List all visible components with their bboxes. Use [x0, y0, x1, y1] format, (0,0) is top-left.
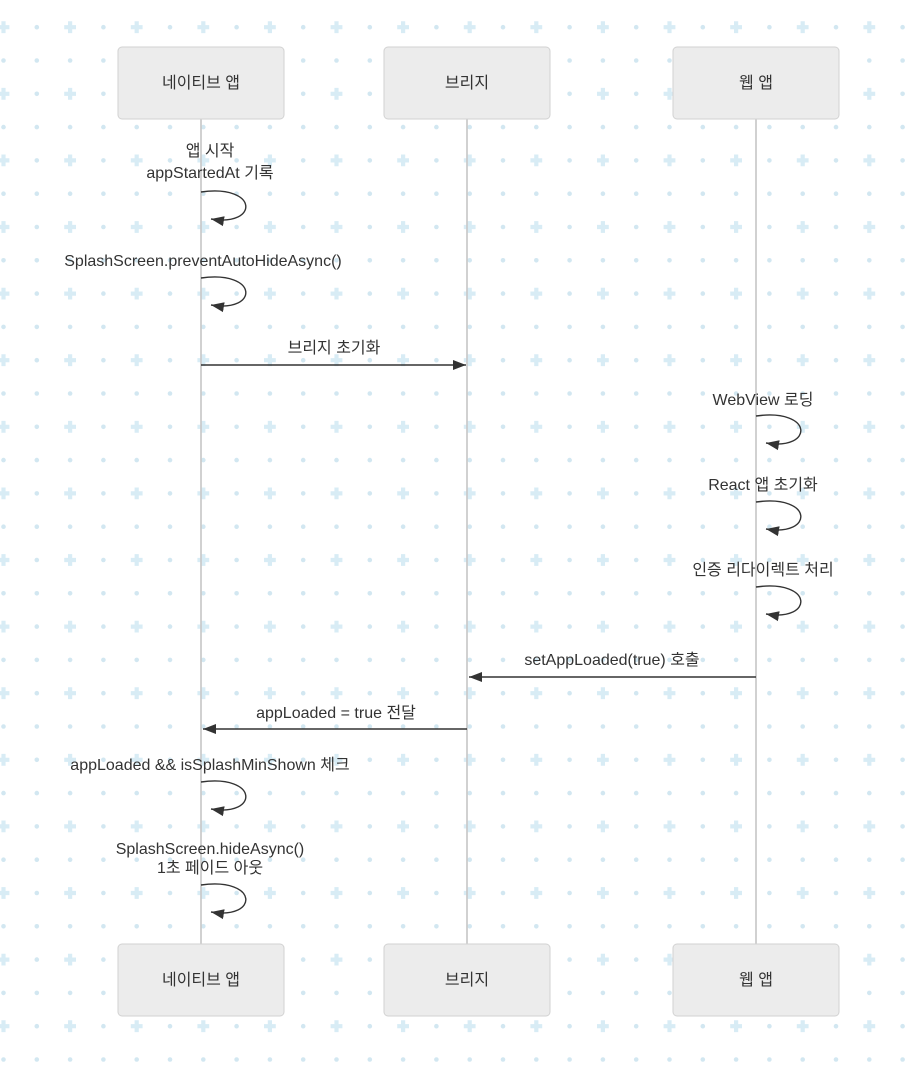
- message-app-start: 앱 시작 appStartedAt 기록: [146, 142, 274, 227]
- actor-bottom-bridge: 브리지: [383, 943, 551, 1017]
- actor-bottom-native: 네이티브 앱: [117, 943, 285, 1017]
- actor-box: [383, 943, 551, 1017]
- actor-label-web: 웹 앱: [739, 74, 773, 92]
- message-label: appLoaded && isSplashMinShown 체크: [70, 756, 349, 774]
- actor-box: [383, 46, 551, 120]
- message-label: WebView 로딩: [713, 391, 814, 409]
- message-webview-loading: WebView 로딩: [713, 391, 814, 451]
- message-react-init: React 앱 초기화: [708, 476, 818, 537]
- actor-top-web: 웹 앱: [672, 46, 840, 120]
- message-label: appStartedAt 기록: [146, 164, 273, 182]
- self-arrow: [200, 883, 247, 920]
- message-prevent-autohide: SplashScreen.preventAutoHideAsync(): [64, 253, 342, 313]
- self-arrow: [755, 585, 802, 622]
- message-label: setAppLoaded(true) 호출: [524, 651, 699, 669]
- actor-box: [117, 943, 285, 1017]
- actor-box: [672, 943, 840, 1017]
- message-splash-check: appLoaded && isSplashMinShown 체크: [70, 756, 350, 817]
- message-label: 1초 페이드 아웃: [157, 859, 263, 877]
- actor-label-native: 네이티브 앱: [162, 74, 240, 92]
- actor-label-bridge: 브리지: [445, 971, 489, 989]
- lifelines: [200, 119, 757, 944]
- actor-box: [672, 46, 840, 120]
- message-hide-async: SplashScreen.hideAsync() 1초 페이드 아웃: [116, 841, 305, 920]
- actor-top-bridge: 브리지: [383, 46, 551, 120]
- message-bridge-init: 브리지 초기화: [201, 339, 466, 370]
- actor-label-native: 네이티브 앱: [162, 971, 240, 989]
- self-arrow: [200, 780, 247, 817]
- background-pattern: [0, 21, 905, 1062]
- message-label: 브리지 초기화: [288, 339, 381, 357]
- message-label: 인증 리다이렉트 처리: [692, 561, 833, 579]
- actor-bottom-web: 웹 앱: [672, 943, 840, 1017]
- self-arrow: [200, 276, 247, 313]
- message-apploaded-true: appLoaded = true 전달: [203, 704, 467, 734]
- actor-label-bridge: 브리지: [445, 74, 489, 92]
- message-label: 앱 시작: [186, 142, 235, 160]
- actor-box: [117, 46, 285, 120]
- self-arrow: [200, 190, 247, 227]
- message-label: appLoaded = true 전달: [256, 704, 416, 722]
- message-label: SplashScreen.hideAsync(): [116, 841, 305, 858]
- actor-label-web: 웹 앱: [739, 971, 773, 989]
- message-label: SplashScreen.preventAutoHideAsync(): [64, 253, 341, 270]
- actor-top-native: 네이티브 앱: [117, 46, 285, 120]
- message-auth-redirect: 인증 리다이렉트 처리: [692, 561, 834, 622]
- self-arrow: [755, 414, 802, 451]
- message-label: React 앱 초기화: [708, 476, 818, 494]
- self-arrow: [755, 500, 802, 537]
- message-set-app-loaded: setAppLoaded(true) 호출: [469, 651, 756, 682]
